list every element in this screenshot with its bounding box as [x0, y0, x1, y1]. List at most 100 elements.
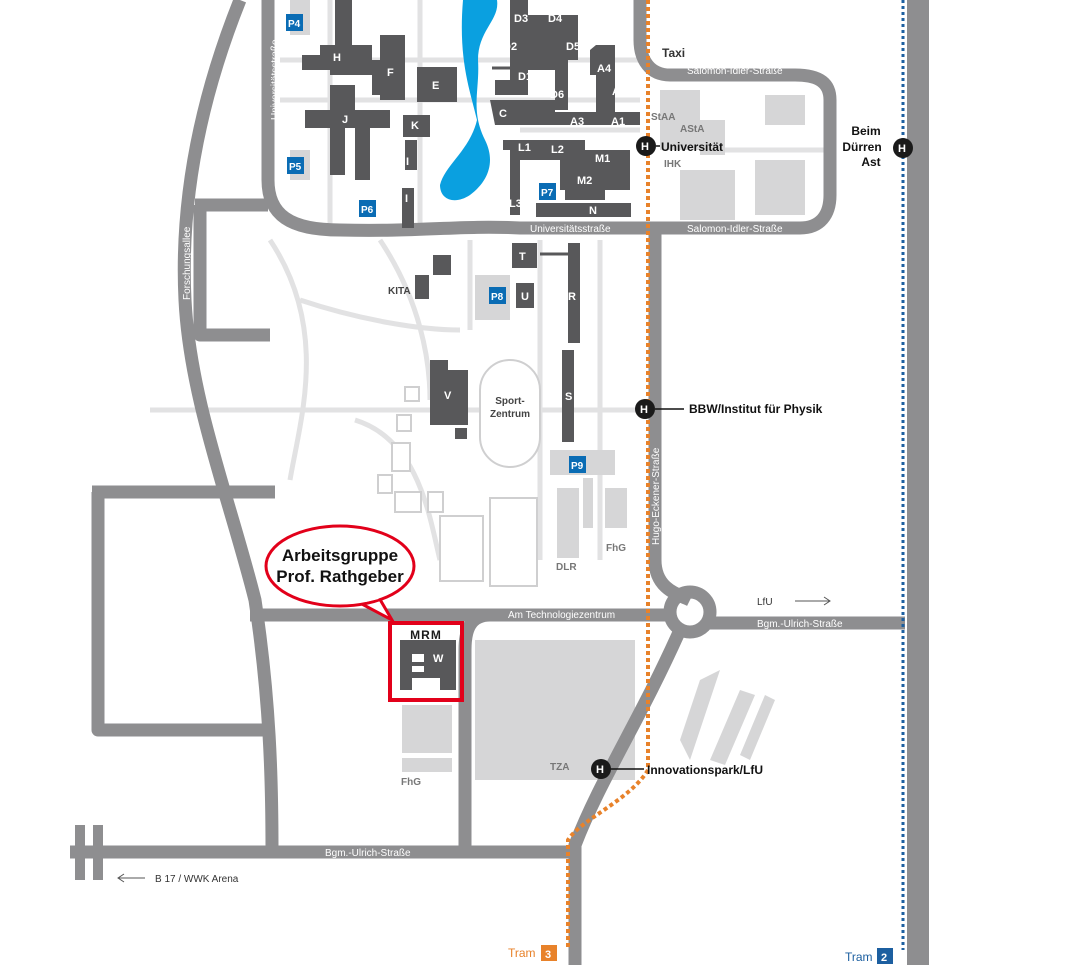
stop-label-innovationspark: Innovationspark/LfU [647, 763, 763, 777]
building-label: D6 [550, 89, 564, 101]
svg-text:P5: P5 [289, 162, 302, 173]
building-label: D2 [503, 41, 517, 53]
building-label: V [444, 390, 452, 402]
building-label: A3 [570, 116, 584, 128]
place-sportzentrum: Sport- [495, 396, 524, 407]
building-label: I [405, 193, 408, 205]
location-highlight[interactable]: MRM [388, 621, 464, 702]
svg-text:P9: P9 [571, 461, 584, 472]
tram-2-label: Tram 2 [845, 948, 893, 964]
parking-p9: P9 [569, 456, 586, 473]
building-label: L2 [551, 144, 564, 156]
building-label: C [499, 108, 507, 120]
street-hugo-eckener: Hugo-Eckener-Straße [651, 447, 662, 545]
stop-label-bbw: BBW/Institut für Physik [689, 402, 823, 416]
svg-text:P7: P7 [541, 188, 554, 199]
building-label: A4 [597, 63, 612, 75]
building-label: R [568, 291, 576, 303]
building-label: K [411, 120, 419, 132]
building-label: H [333, 52, 341, 64]
mrm-building-w [400, 640, 456, 690]
svg-text:P6: P6 [361, 205, 374, 216]
parking-p5: P5 [287, 157, 304, 174]
parking-markers: P4 P5 P6 P7 P8 P9 [286, 14, 586, 473]
other-buildings [377, 90, 805, 775]
svg-text:P8: P8 [491, 292, 504, 303]
callout-line-2: Prof. Rathgeber [276, 567, 404, 586]
svg-text:H: H [898, 143, 906, 155]
place-fhg: FhG [606, 543, 626, 554]
svg-text:Tram: Tram [845, 950, 873, 964]
direction-b17: B 17 / WWK Arena [155, 874, 239, 885]
place-staa: StAA [651, 112, 675, 123]
building-label: W [433, 653, 444, 665]
stop-icon [636, 136, 656, 156]
building-label: D1 [518, 71, 532, 83]
building-label: A2 [612, 86, 626, 98]
street-salomon-bottom: Salomon-Idler-Straße [687, 224, 783, 235]
building-label: M1 [595, 153, 610, 165]
callout-line-1: Arbeitsgruppe [282, 546, 398, 565]
stop-icon [893, 138, 913, 158]
highlight-box [388, 621, 464, 702]
place-ihk: IHK [664, 159, 682, 170]
street-am-technologiezentrum: Am Technologiezentrum [508, 610, 615, 621]
taxi-label: Taxi [662, 46, 685, 60]
tram-stops: H Universität H Beim Dürren Ast H BBW/In… [591, 124, 913, 779]
place-kita: KITA [388, 286, 411, 297]
campus-buildings [302, 0, 640, 690]
building-label: J [342, 114, 348, 126]
street-bgm-ulrich-bottom: Bgm.-Ulrich-Straße [325, 848, 411, 859]
building-label: D3 [514, 13, 528, 25]
stop-icon [635, 399, 655, 419]
place-tza: TZA [550, 762, 569, 773]
tram-3-line [566, 0, 650, 950]
svg-text:H: H [640, 404, 648, 416]
place-sportzentrum-2: Zentrum [490, 409, 530, 420]
street-bgm-ulrich-right: Bgm.-Ulrich-Straße [757, 619, 843, 630]
tram-3-label: Tram 3 [508, 945, 557, 961]
building-label: M2 [577, 175, 592, 187]
building-label: D4 [548, 13, 563, 25]
place-asta: AStA [680, 124, 704, 135]
building-label: T [519, 251, 526, 263]
stop-label-duerren: Dürren [842, 140, 881, 154]
stop-bbw[interactable]: H [635, 399, 655, 419]
svg-text:H: H [596, 764, 604, 776]
stop-beim-duerren-ast[interactable]: H [893, 138, 913, 158]
building-label: L3 [509, 198, 522, 210]
building-label: N [589, 205, 597, 217]
street-salomon-top: Salomon-Idler-Straße [687, 66, 783, 77]
svg-text:3: 3 [545, 949, 551, 961]
place-labels: StAA AStA IHK KITA Sport- Zentrum DLR Fh… [388, 112, 704, 788]
parking-p7: P7 [539, 183, 556, 200]
arrow-right-icon [795, 596, 831, 606]
direction-lfu: LfU [757, 597, 773, 608]
parking-p6: P6 [359, 200, 376, 217]
mrm-logo: MRM [410, 628, 442, 642]
street-universitaet-left: Universitätsstraße [270, 39, 281, 120]
stop-innovationspark[interactable]: H [591, 759, 611, 779]
building-label: A1 [611, 116, 625, 128]
building-label: I [406, 156, 409, 168]
building-label: E [432, 80, 439, 92]
svg-text:2: 2 [881, 952, 887, 964]
street-forschungsallee: Forschungsallee [182, 226, 193, 300]
street-universitaet-bottom: Universitätsstraße [530, 224, 611, 235]
building-label: F [387, 67, 394, 79]
stop-icon [591, 759, 611, 779]
stop-label-beim: Beim [851, 124, 880, 138]
stop-label-ast: Ast [861, 155, 880, 169]
building-labels: H F E J K I I D3 D4 D2 D5 D1 D6 C A4 A2 … [333, 13, 626, 665]
parking-p8: P8 [489, 287, 506, 304]
roads [70, 0, 929, 965]
callout-bubble: Arbeitsgruppe Prof. Rathgeber [264, 524, 416, 624]
building-label: L1 [518, 142, 531, 154]
street-labels: Salomon-Idler-Straße Salomon-Idler-Straß… [117, 39, 843, 885]
building-label: S [565, 391, 572, 403]
stop-label-universitaet: Universität [661, 140, 723, 154]
parking-p4: P4 [286, 14, 303, 31]
stop-universitaet[interactable]: H [636, 136, 656, 156]
building-label: D5 [566, 41, 580, 53]
arrow-left-icon [117, 873, 145, 883]
